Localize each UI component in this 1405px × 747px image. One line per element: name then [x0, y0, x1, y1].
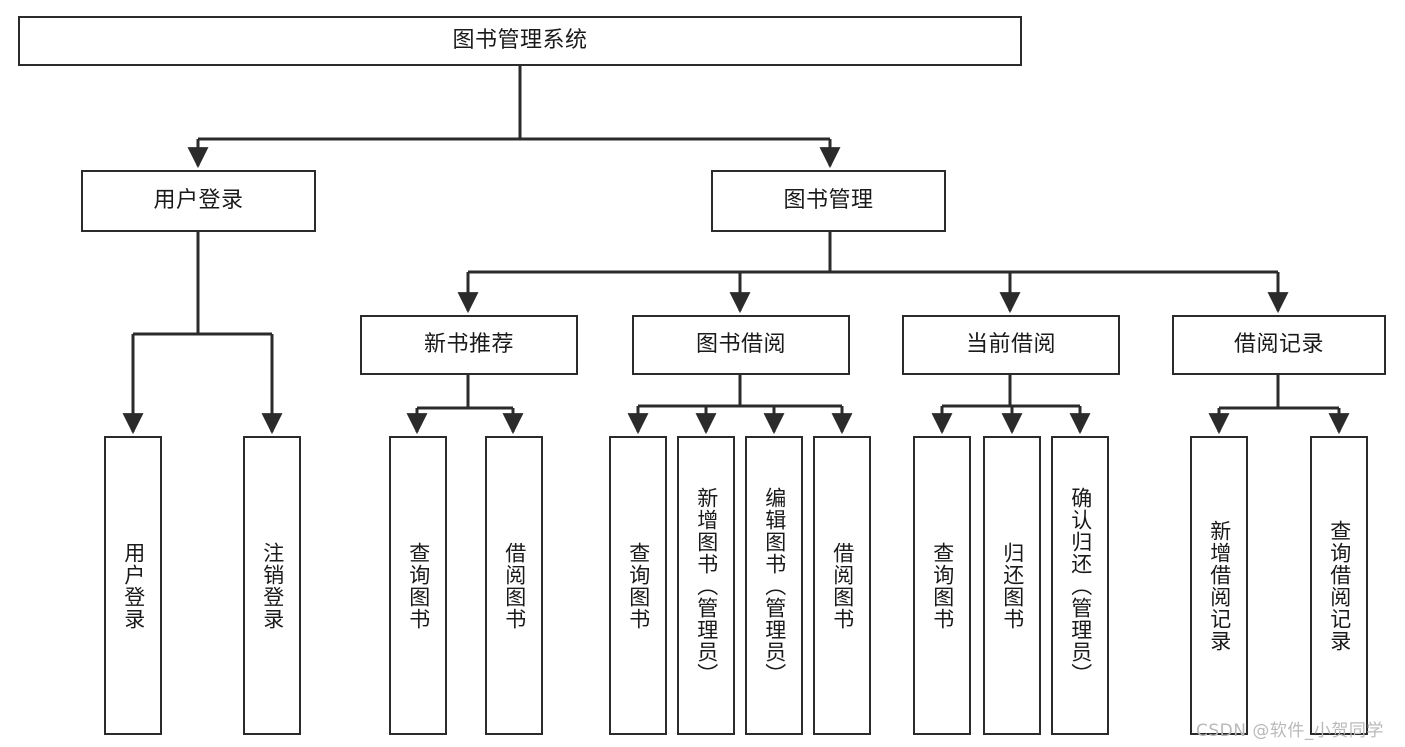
node-leaf-query-record[interactable]: 查询借阅记录: [1310, 436, 1368, 735]
node-leaf-confirm-return-label: 确认归还（管理员）: [1068, 486, 1093, 685]
node-leaf-edit-book-label: 编辑图书（管理员）: [762, 486, 787, 685]
node-new-book-recommend[interactable]: 新书推荐: [360, 315, 578, 375]
node-root-label: 图书管理系统: [452, 27, 588, 53]
node-book-borrow[interactable]: 图书借阅: [632, 315, 850, 375]
csdn-watermark: CSDN @软件_小贺同学: [1196, 721, 1384, 741]
node-leaf-return-book[interactable]: 归还图书: [983, 436, 1041, 735]
node-leaf-query-books-borrow-label: 查询图书: [626, 541, 651, 630]
node-new-book-recommend-label: 新书推荐: [423, 331, 514, 357]
node-leaf-query-record-label: 查询借阅记录: [1327, 519, 1352, 652]
node-leaf-borrow-book[interactable]: 借阅图书: [813, 436, 871, 735]
node-leaf-borrow-books-rec-label: 借阅图书: [502, 541, 527, 630]
node-borrow-records[interactable]: 借阅记录: [1172, 315, 1386, 375]
node-borrow-records-label: 借阅记录: [1233, 331, 1324, 357]
node-leaf-add-book[interactable]: 新增图书（管理员）: [677, 436, 735, 735]
node-leaf-add-record-label: 新增借阅记录: [1207, 519, 1232, 652]
node-current-borrow[interactable]: 当前借阅: [902, 315, 1120, 375]
node-root[interactable]: 图书管理系统: [18, 16, 1022, 66]
node-book-management[interactable]: 图书管理: [711, 170, 946, 232]
node-leaf-logout-label: 注销登录: [260, 541, 285, 630]
node-leaf-query-books-current-label: 查询图书: [930, 541, 955, 630]
node-current-borrow-label: 当前借阅: [965, 331, 1056, 357]
node-leaf-query-books-borrow[interactable]: 查询图书: [609, 436, 667, 735]
node-user-login-label: 用户登录: [153, 187, 244, 213]
node-leaf-return-book-label: 归还图书: [1000, 541, 1025, 630]
node-leaf-add-book-label: 新增图书（管理员）: [694, 486, 719, 685]
node-leaf-confirm-return[interactable]: 确认归还（管理员）: [1051, 436, 1109, 735]
node-leaf-query-books-current[interactable]: 查询图书: [913, 436, 971, 735]
node-leaf-add-record[interactable]: 新增借阅记录: [1190, 436, 1248, 735]
node-leaf-edit-book[interactable]: 编辑图书（管理员）: [745, 436, 803, 735]
node-leaf-query-books-rec-label: 查询图书: [406, 541, 431, 630]
node-leaf-user-login-label: 用户登录: [121, 541, 146, 630]
node-user-login[interactable]: 用户登录: [81, 170, 316, 232]
node-book-management-label: 图书管理: [783, 187, 874, 213]
node-leaf-user-login[interactable]: 用户登录: [104, 436, 162, 735]
node-leaf-logout[interactable]: 注销登录: [243, 436, 301, 735]
node-leaf-borrow-book-label: 借阅图书: [830, 541, 855, 630]
node-book-borrow-label: 图书借阅: [695, 331, 786, 357]
node-leaf-borrow-books-rec[interactable]: 借阅图书: [485, 436, 543, 735]
node-leaf-query-books-rec[interactable]: 查询图书: [389, 436, 447, 735]
